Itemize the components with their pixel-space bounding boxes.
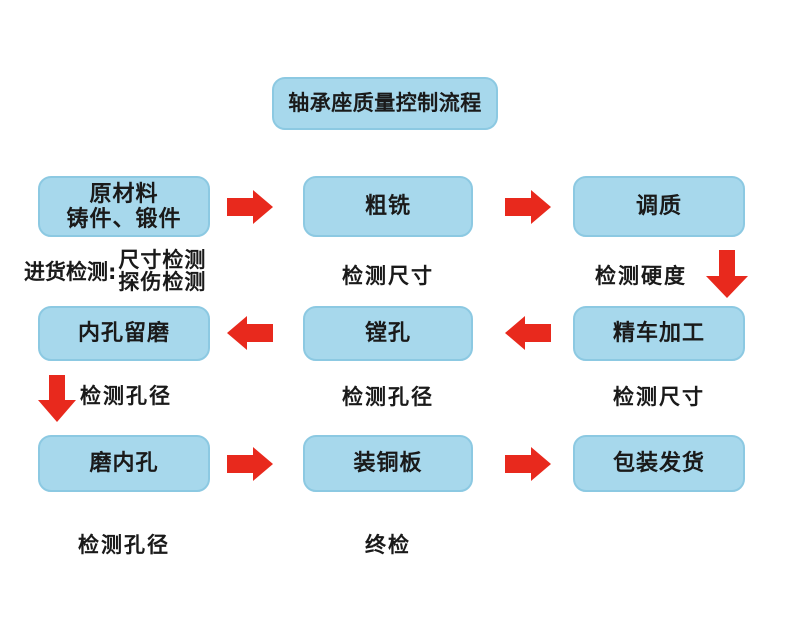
process-box-rough-milling: 粗铣 xyxy=(303,176,473,237)
incoming-inspection-label: 进货检测: 尺寸检测 探伤检测 xyxy=(24,249,206,293)
arrow-down-icon xyxy=(38,375,76,422)
inspect-bore-label-row3: 检测孔径 xyxy=(78,533,170,557)
arrow-right-icon xyxy=(227,190,273,224)
process-box-tempering: 调质 xyxy=(573,176,745,237)
title-box: 轴承座质量控制流程 xyxy=(272,77,498,130)
incoming-inspection-items: 尺寸检测 探伤检测 xyxy=(118,249,206,293)
inspect-bore-label-row2-mid: 检测孔径 xyxy=(342,385,434,409)
rough-milling-label: 粗铣 xyxy=(364,194,411,219)
bore-grinding-allowance-label: 内孔留磨 xyxy=(77,321,170,346)
arrow-left-icon xyxy=(505,316,551,350)
arrow-right-icon xyxy=(227,447,273,481)
install-copper-plate-label: 装铜板 xyxy=(353,451,423,476)
pack-ship-label: 包装发货 xyxy=(612,451,705,476)
arrow-right-icon xyxy=(505,190,551,224)
grind-bore-label: 磨内孔 xyxy=(89,451,159,476)
process-box-fine-turning: 精车加工 xyxy=(573,306,745,361)
size-inspection-item: 尺寸检测 xyxy=(118,248,207,272)
process-box-grind-bore: 磨内孔 xyxy=(38,435,210,492)
process-box-pack-ship: 包装发货 xyxy=(573,435,745,492)
raw-material-line2: 铸件、锻件 xyxy=(66,206,182,232)
process-box-bore-grinding-allowance: 内孔留磨 xyxy=(38,306,210,361)
flowchart-title: 轴承座质量控制流程 xyxy=(288,91,482,115)
process-box-boring: 镗孔 xyxy=(303,306,473,361)
tempering-label: 调质 xyxy=(635,194,682,219)
arrow-down-icon xyxy=(706,250,748,298)
process-box-install-copper-plate: 装铜板 xyxy=(303,435,473,492)
process-box-raw-material: 原材料 铸件、锻件 xyxy=(38,176,210,237)
inspect-size-label-row1: 检测尺寸 xyxy=(342,264,434,288)
inspect-hardness-label: 检测硬度 xyxy=(595,264,687,288)
inspect-size-label-row2: 检测尺寸 xyxy=(613,385,705,409)
arrow-right-icon xyxy=(505,447,551,481)
incoming-inspection-prefix: 进货检测: xyxy=(24,260,117,284)
raw-material-line1: 原材料 xyxy=(89,181,159,207)
flaw-inspection-item: 探伤检测 xyxy=(118,270,207,294)
fine-turning-label: 精车加工 xyxy=(612,321,705,346)
final-inspection-label: 终检 xyxy=(365,533,411,557)
arrow-left-icon xyxy=(227,316,273,350)
inspect-bore-label-row2-left: 检测孔径 xyxy=(80,384,172,408)
boring-label: 镗孔 xyxy=(364,321,411,346)
